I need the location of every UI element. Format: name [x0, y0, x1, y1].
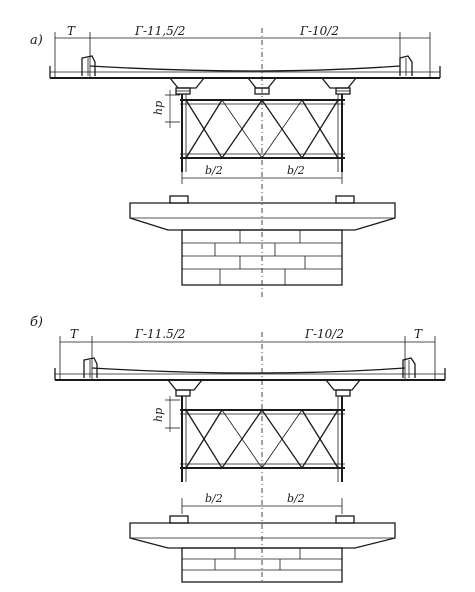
panel-b-haunches — [167, 379, 361, 391]
panel-b-sidewalk-right: T — [414, 327, 423, 341]
panel-a-sidewalk-left: T — [67, 24, 76, 38]
panel-a-truss — [180, 94, 345, 172]
panel-b-half-right: Г-10/2 — [304, 327, 344, 341]
panel-a-bearing-left — [175, 87, 191, 95]
panel-a: a) T Г-11,5/2 Г-10/2 — [30, 24, 441, 300]
panel-a-half-left: Г-11,5/2 — [134, 24, 185, 38]
panel-a-half-base-left: b/2 — [205, 164, 223, 177]
panel-b-pier-cap — [129, 515, 396, 549]
panel-a-pier-cap — [129, 195, 396, 231]
panel-b-truss — [180, 396, 345, 482]
panel-b-label: б) — [30, 315, 43, 330]
panel-b: б) T Г-11.5/2 Г-10/2 T — [30, 315, 446, 583]
panel-b-base-dimension — [181, 498, 343, 514]
panel-a-half-right: Г-10/2 — [299, 24, 339, 38]
panel-a-label: a) — [30, 33, 43, 48]
panel-a-haunches — [169, 77, 357, 89]
panel-b-curb-left — [83, 357, 98, 378]
panel-b-half-base-left: b/2 — [205, 492, 223, 505]
panel-b-bearing-right — [335, 389, 351, 397]
panel-b-sidewalk-left: T — [70, 327, 79, 341]
panel-a-curb-right — [399, 55, 413, 76]
panel-b-truss-height-label: hp — [152, 408, 165, 422]
panel-a-bearing-right — [335, 87, 351, 95]
panel-a-curb-left — [81, 55, 96, 76]
panel-a-dimension-line — [54, 32, 431, 78]
panel-a-bearing-center — [254, 87, 270, 95]
panel-a-truss-height-label: hp — [152, 101, 165, 115]
panel-b-bearing-left — [175, 389, 191, 397]
panel-b-half-left: Г-11.5/2 — [134, 327, 185, 341]
panel-a-pier-masonry — [181, 229, 343, 286]
panel-b-deck-slab — [54, 367, 446, 381]
panel-a-deck-slab — [49, 65, 441, 79]
panel-b-curb-right — [402, 357, 416, 378]
panel-b-pier-masonry — [181, 547, 343, 583]
panel-a-half-base-right: b/2 — [287, 164, 305, 177]
panel-a-truss-height-dimension — [165, 90, 180, 128]
panel-b-half-base-right: b/2 — [287, 492, 305, 505]
panel-a-base-dimension — [181, 168, 343, 184]
panel-b-truss-height-dimension — [165, 396, 180, 432]
